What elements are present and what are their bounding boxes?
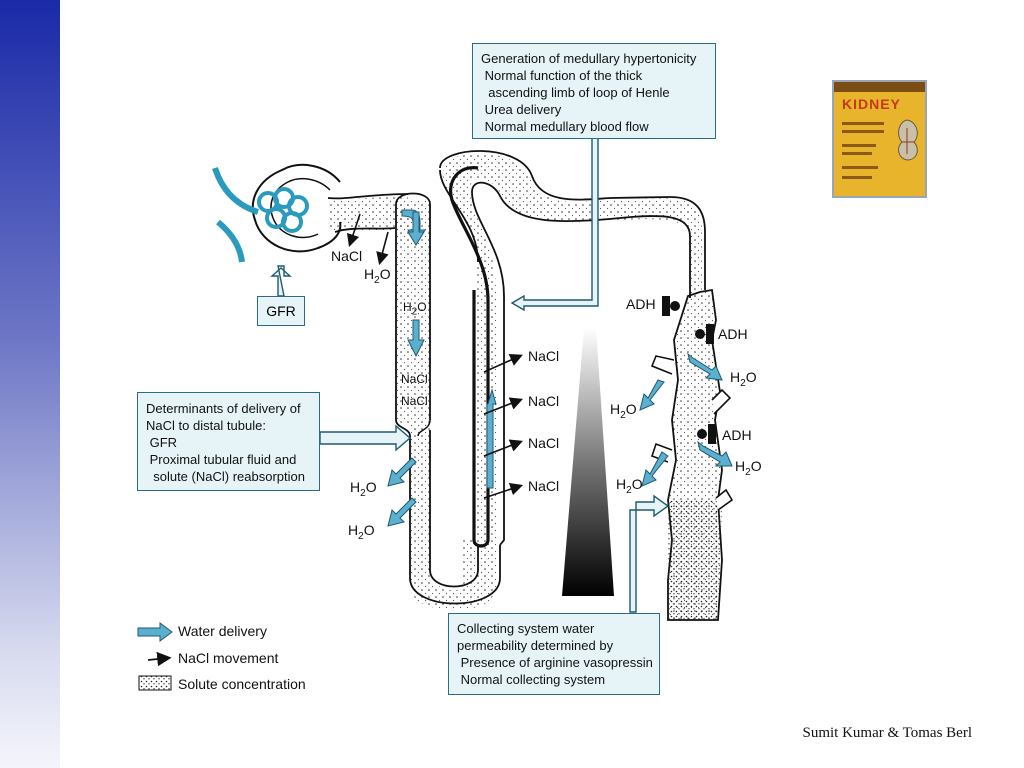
adh-label: ADH — [718, 326, 748, 342]
book-text-line — [842, 130, 884, 133]
h2o-label: H2O — [730, 369, 757, 389]
box-line: Collecting system water — [457, 621, 595, 636]
nacl-label: NaCl — [401, 394, 428, 408]
h2o-h: H — [350, 479, 361, 495]
nacl-label: NaCl — [528, 478, 560, 494]
box-connector-arrows — [270, 137, 670, 613]
box-line: Generation of medullary hypertonicity — [481, 51, 697, 66]
legend-nacl-movement: NaCl movement — [178, 650, 279, 666]
adh-label: ADH — [626, 296, 656, 312]
box-line: Proximal tubular fluid and — [146, 452, 297, 467]
h2o-sub: 2 — [745, 466, 751, 478]
box-line: Normal medullary blood flow — [481, 119, 649, 134]
gfr-box: GFR — [257, 296, 305, 326]
h2o-sub: 2 — [740, 377, 746, 389]
h2o-label: H2O — [403, 300, 427, 317]
kidney-book-cover: KIDNEY — [832, 80, 927, 198]
h2o-sub: 2 — [411, 306, 418, 318]
nacl-delivery-determinants-box: Determinants of delivery of NaCl to dist… — [137, 392, 320, 491]
medullary-gradient-wedge — [562, 328, 614, 596]
collecting-system-box: Collecting system water permeability det… — [448, 613, 660, 695]
nacl-label: NaCl — [331, 248, 363, 264]
h2o-h: H — [735, 458, 746, 474]
h2o-sub: 2 — [626, 484, 632, 496]
book-stripe — [834, 82, 925, 92]
h2o-o: O — [750, 458, 762, 474]
h2o-o: O — [365, 479, 377, 495]
box-line: solute (NaCl) reabsorption — [146, 469, 305, 484]
h2o-sub: 2 — [620, 409, 626, 421]
h2o-h: H — [364, 266, 375, 282]
h2o-label: H2O — [610, 401, 637, 421]
h2o-h: H — [730, 369, 741, 385]
kidney-illustration-icon — [898, 119, 918, 161]
h2o-h: H — [403, 300, 412, 314]
proximal-tubule-neck — [328, 196, 408, 232]
collecting-duct — [650, 288, 734, 621]
h2o-o: O — [417, 300, 427, 314]
book-text-line — [842, 144, 876, 147]
nacl-movement-arrows — [346, 213, 524, 499]
nacl-label: NaCl — [401, 372, 428, 386]
h2o-label: H2O — [348, 522, 375, 542]
glomerulus — [212, 163, 342, 263]
h2o-o: O — [363, 522, 375, 538]
book-text-line — [842, 176, 872, 179]
book-text-line — [842, 152, 872, 155]
h2o-o: O — [745, 369, 757, 385]
slide-sidebar-gradient — [0, 0, 60, 768]
box-line: Urea delivery — [481, 102, 562, 117]
h2o-o: O — [379, 266, 391, 282]
medullary-hypertonicity-box: Generation of medullary hypertonicity No… — [472, 43, 716, 139]
box-line: ascending limb of loop of Henle — [481, 85, 670, 100]
nacl-label: NaCl — [528, 393, 560, 409]
h2o-label: H2O — [350, 479, 377, 499]
water-delivery-arrows — [387, 209, 733, 527]
legend-icons — [137, 622, 173, 691]
h2o-sub: 2 — [358, 530, 364, 542]
h2o-h: H — [348, 522, 359, 538]
book-text-line — [842, 166, 878, 169]
box-line: NaCl to distal tubule: — [146, 418, 266, 433]
h2o-label: H2O — [616, 476, 643, 496]
book-title: KIDNEY — [842, 96, 901, 112]
box-line: GFR — [146, 435, 178, 450]
adh-label: ADH — [722, 427, 752, 443]
nacl-label: NaCl — [528, 435, 560, 451]
slide-credit: Sumit Kumar & Tomas Berl — [802, 725, 973, 741]
h2o-h: H — [616, 476, 627, 492]
adh-receptors — [662, 296, 716, 444]
nacl-label: NaCl — [528, 348, 560, 364]
box-line: Normal collecting system — [457, 672, 606, 687]
box-line: permeability determined by — [457, 638, 614, 653]
h2o-label: H2O — [735, 458, 762, 478]
legend-solute-concentration: Solute concentration — [178, 676, 306, 692]
h2o-h: H — [610, 401, 621, 417]
h2o-sub: 2 — [374, 274, 380, 286]
box-line: Normal function of the thick — [481, 68, 643, 83]
h2o-o: O — [625, 401, 637, 417]
h2o-sub: 2 — [360, 487, 366, 499]
box-line: Presence of arginine vasopressin — [457, 655, 653, 670]
book-text-line — [842, 122, 884, 125]
legend-water-delivery: Water delivery — [178, 623, 267, 639]
h2o-label: H2O — [364, 266, 391, 286]
box-line: Determinants of delivery of — [146, 401, 301, 416]
h2o-o: O — [631, 476, 643, 492]
